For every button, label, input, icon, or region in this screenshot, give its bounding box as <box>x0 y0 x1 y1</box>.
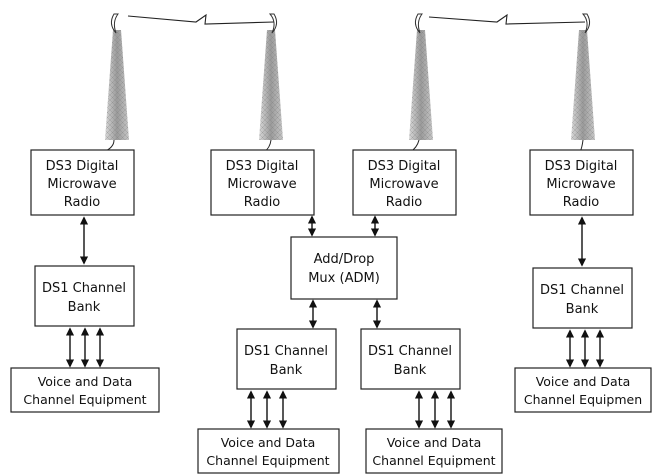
radio-label-line2: Microwave <box>369 177 438 192</box>
radio-label-line1: DS3 Digital <box>545 159 618 174</box>
equipment-label-line1: Voice and Data <box>536 374 631 389</box>
channel-bank-1: DS1 Channel Bank <box>34 265 135 327</box>
radio-label-line1: DS3 Digital <box>226 159 299 174</box>
channel-bank-line1: DS1 Channel <box>244 344 328 359</box>
equipment-label-line2: Channel Equipment <box>372 453 495 468</box>
dish-antenna-icon <box>268 13 278 34</box>
tower-3 <box>403 13 433 159</box>
equipment-label-line1: Voice and Data <box>221 435 316 450</box>
channel-bank-2: DS1 Channel Bank <box>236 328 337 390</box>
tower-1 <box>81 13 129 159</box>
radio-label-line1: DS3 Digital <box>368 159 441 174</box>
equipment-label-line2: Channel Equipmen <box>524 392 642 407</box>
channel-bank-line1: DS1 Channel <box>368 344 452 359</box>
channel-bank-line2: Bank <box>394 363 427 378</box>
radio-box-2: DS3 Digital Microwave Radio <box>210 149 315 216</box>
equipment-label-line2: Channel Equipment <box>206 453 329 468</box>
channel-bank-3: DS1 Channel Bank <box>360 328 461 390</box>
arrows-bank1-equipment <box>65 327 105 368</box>
radio-label-line3: Radio <box>563 195 600 210</box>
radio-label-line2: Microwave <box>227 177 296 192</box>
radio-label-line1: DS3 Digital <box>46 159 119 174</box>
channel-bank-line2: Bank <box>270 363 303 378</box>
radio-label-line2: Microwave <box>546 177 615 192</box>
channel-bank-line1: DS1 Channel <box>540 283 624 298</box>
radio-box-1: DS3 Digital Microwave Radio <box>30 149 135 216</box>
microwave-link-left <box>127 13 275 25</box>
radio-label-line3: Radio <box>64 195 101 210</box>
equipment-box-2: Voice and Data Channel Equipment <box>197 428 340 474</box>
channel-bank-line1: DS1 Channel <box>42 281 126 296</box>
radio-label-line3: Radio <box>386 195 423 210</box>
equipment-box-3: Voice and Data Channel Equipment <box>365 428 503 474</box>
equipment-box-1: Voice and Data Channel Equipment <box>10 367 160 413</box>
arrows-bank4-equipment <box>565 329 605 368</box>
tower-4 <box>571 13 595 159</box>
channel-bank-4: DS1 Channel Bank <box>532 267 633 329</box>
adm-label-line1: Add/Drop <box>314 252 375 267</box>
equipment-label-line1: Voice and Data <box>387 435 482 450</box>
equipment-label-line1: Voice and Data <box>38 374 133 389</box>
adm-box: Add/Drop Mux (ADM) <box>290 236 398 300</box>
dish-antenna-icon <box>581 13 591 34</box>
radio-box-4: DS3 Digital Microwave Radio <box>529 149 634 216</box>
arrows-bank3-equipment <box>414 390 456 429</box>
channel-bank-line2: Bank <box>68 300 101 315</box>
tower-2 <box>259 13 283 159</box>
radio-label-line2: Microwave <box>47 177 116 192</box>
arrows-bank2-equipment <box>246 390 288 429</box>
equipment-box-4: Voice and Data Channel Equipmen <box>514 367 652 413</box>
dish-antenna-icon <box>110 13 119 34</box>
equipment-label-line2: Channel Equipment <box>23 392 146 407</box>
dish-antenna-icon <box>414 13 423 34</box>
microwave-link-right <box>428 13 586 25</box>
radio-label-line3: Radio <box>244 195 281 210</box>
radio-box-3: DS3 Digital Microwave Radio <box>352 149 457 216</box>
adm-label-line2: Mux (ADM) <box>308 271 380 286</box>
channel-bank-line2: Bank <box>566 302 599 317</box>
